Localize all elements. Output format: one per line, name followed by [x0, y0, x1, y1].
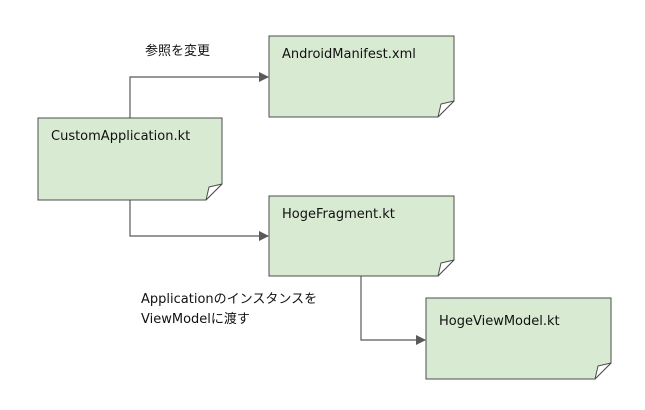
node-custom-application[interactable]: CustomApplication.kt	[37, 117, 223, 201]
edge-label-pass-instance-line1: Applicationのインスタンスを	[141, 292, 318, 307]
node-hoge-view-model[interactable]: HogeViewModel.kt	[425, 297, 612, 380]
edge-fragment-to-viewmodel	[360, 276, 426, 345]
node-hoge-fragment[interactable]: HogeFragment.kt	[268, 195, 455, 277]
node-label: CustomApplication.kt	[51, 129, 191, 144]
edge-label-change-reference: 参照を変更	[145, 44, 211, 59]
note-shape	[37, 117, 223, 201]
note-shape	[268, 195, 455, 277]
node-label: HogeViewModel.kt	[439, 314, 560, 329]
node-label: AndroidManifest.xml	[282, 47, 416, 62]
edge-label-pass-instance-line2: ViewModelに渡す	[141, 312, 250, 327]
edge-custom-app-to-fragment	[129, 200, 269, 241]
edge-custom-app-to-manifest	[129, 72, 269, 118]
note-shape	[268, 35, 455, 118]
node-android-manifest[interactable]: AndroidManifest.xml	[268, 35, 455, 118]
edge-label-pass-instance: Applicationのインスタンスを ViewModelに渡す	[141, 290, 317, 330]
note-shape	[425, 297, 612, 380]
node-label: HogeFragment.kt	[282, 207, 395, 222]
